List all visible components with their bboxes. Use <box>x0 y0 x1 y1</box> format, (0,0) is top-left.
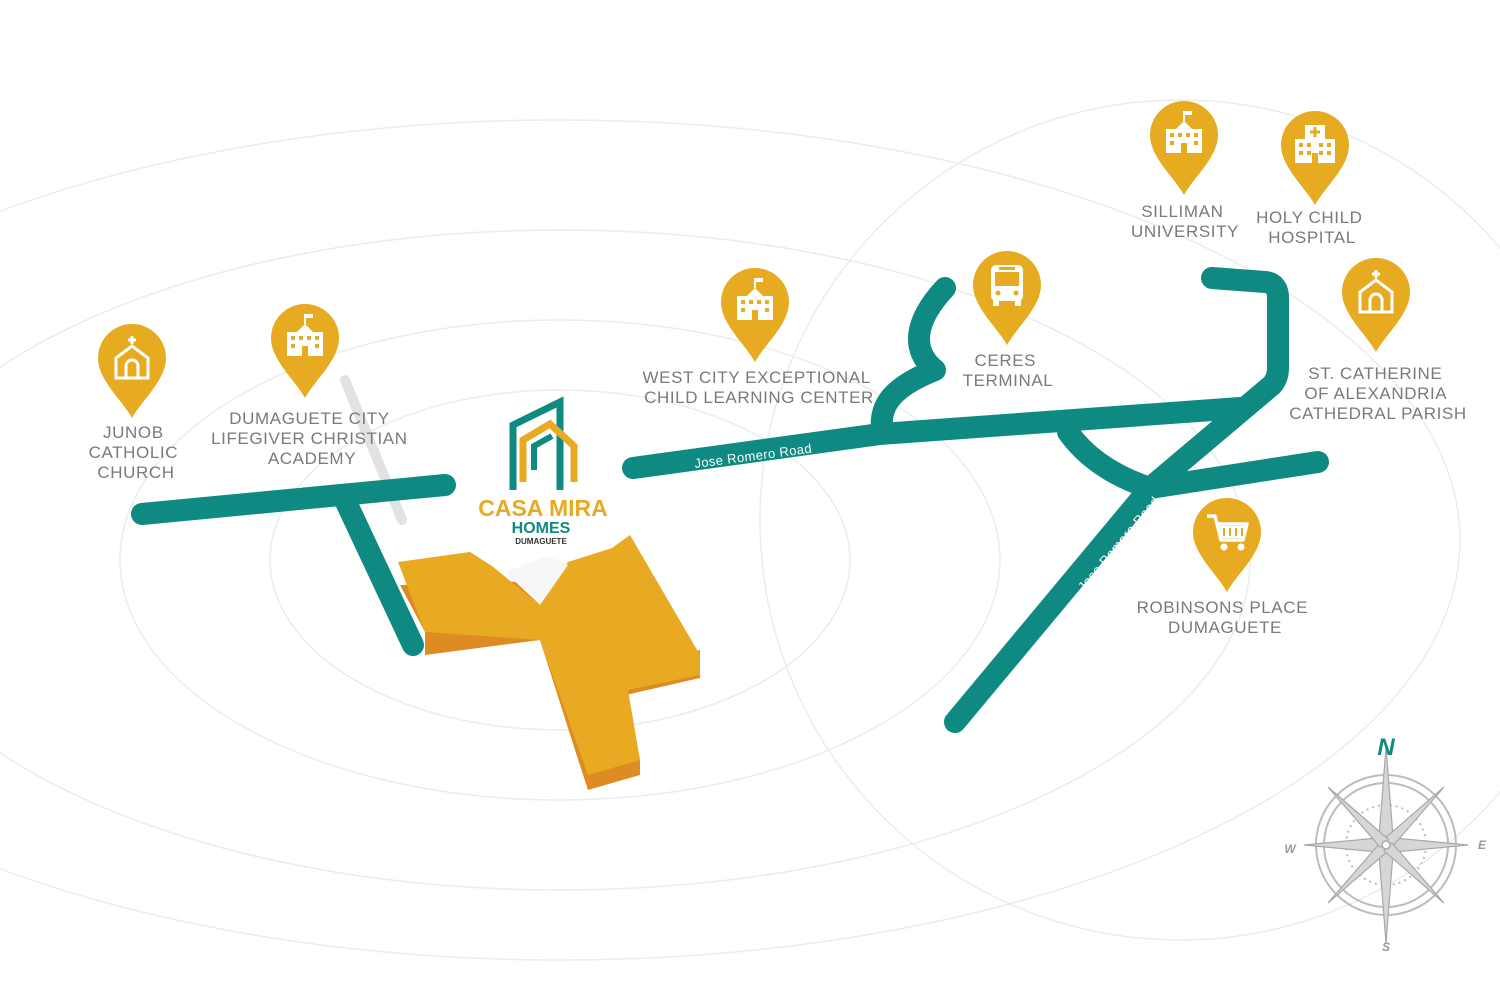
compass-north: N <box>1377 734 1395 761</box>
school-icon <box>737 278 773 320</box>
poi-label: SILLIMAN UNIVERSITY <box>1131 202 1239 241</box>
shopping-cart-icon <box>1207 514 1249 551</box>
bus-icon <box>991 265 1023 306</box>
casa-mira-logo: CASA MIRA HOMES DUMAGUETE <box>478 396 608 546</box>
poi-label: DUMAGUETE CITY LIFEGIVER CHRISTIAN ACADE… <box>211 409 413 468</box>
poi-ceres-terminal[interactable]: CERES TERMINAL <box>963 251 1054 390</box>
poi-junob-catholic-church[interactable]: JUNOB CATHOLIC CHURCH <box>89 324 184 482</box>
poi-west-city-learning-center[interactable]: WEST CITY EXCEPTIONAL CHILD LEARNING CEN… <box>643 268 876 407</box>
poi-label: JUNOB CATHOLIC CHURCH <box>89 423 184 482</box>
poi-label: CERES TERMINAL <box>963 351 1054 390</box>
logo-subtitle: HOMES <box>512 520 571 537</box>
church-icon <box>114 336 150 380</box>
property-parcel-top <box>398 535 700 775</box>
poi-st-catherine-cathedral[interactable]: ST. CATHERINE OF ALEXANDRIA CATHEDRAL PA… <box>1289 258 1466 423</box>
poi-robinsons-place[interactable]: ROBINSONS PLACE DUMAGUETE <box>1137 498 1314 637</box>
poi-holy-child-hospital[interactable]: HOLY CHILD HOSPITAL <box>1256 111 1368 247</box>
poi-silliman-university[interactable]: SILLIMAN UNIVERSITY <box>1131 101 1239 241</box>
school-icon <box>287 314 323 356</box>
poi-label: ROBINSONS PLACE DUMAGUETE <box>1137 598 1314 637</box>
compass-rose: N E S W <box>1284 734 1487 954</box>
church-icon <box>1358 270 1394 314</box>
west-branch-road <box>334 489 424 656</box>
logo-title: CASA MIRA <box>478 495 607 521</box>
poi-label: HOLY CHILD HOSPITAL <box>1256 208 1368 247</box>
logo-callout <box>505 556 568 605</box>
hospital-icon <box>1295 125 1335 163</box>
property-parcel <box>398 535 700 790</box>
connector-curve <box>1057 421 1161 499</box>
ceres-access-road <box>870 277 956 443</box>
poi-lifegiver-christian-academy[interactable]: DUMAGUETE CITY LIFEGIVER CHRISTIAN ACADE… <box>211 304 413 468</box>
compass-west: W <box>1284 842 1297 856</box>
logo-city: DUMAGUETE <box>515 537 567 546</box>
poi-label: ST. CATHERINE OF ALEXANDRIA CATHEDRAL PA… <box>1289 364 1466 423</box>
road-network <box>131 267 1329 733</box>
east-road <box>1139 451 1329 499</box>
compass-south: S <box>1382 940 1390 954</box>
compass-star <box>1303 746 1469 944</box>
map-pin-icon <box>1193 498 1261 592</box>
compass-east: E <box>1478 838 1487 852</box>
house-logo-icon <box>509 396 578 490</box>
silliman-road <box>1201 267 1289 396</box>
poi-label: WEST CITY EXCEPTIONAL CHILD LEARNING CEN… <box>643 368 876 407</box>
university-icon <box>1166 111 1202 153</box>
west-road <box>131 474 456 525</box>
